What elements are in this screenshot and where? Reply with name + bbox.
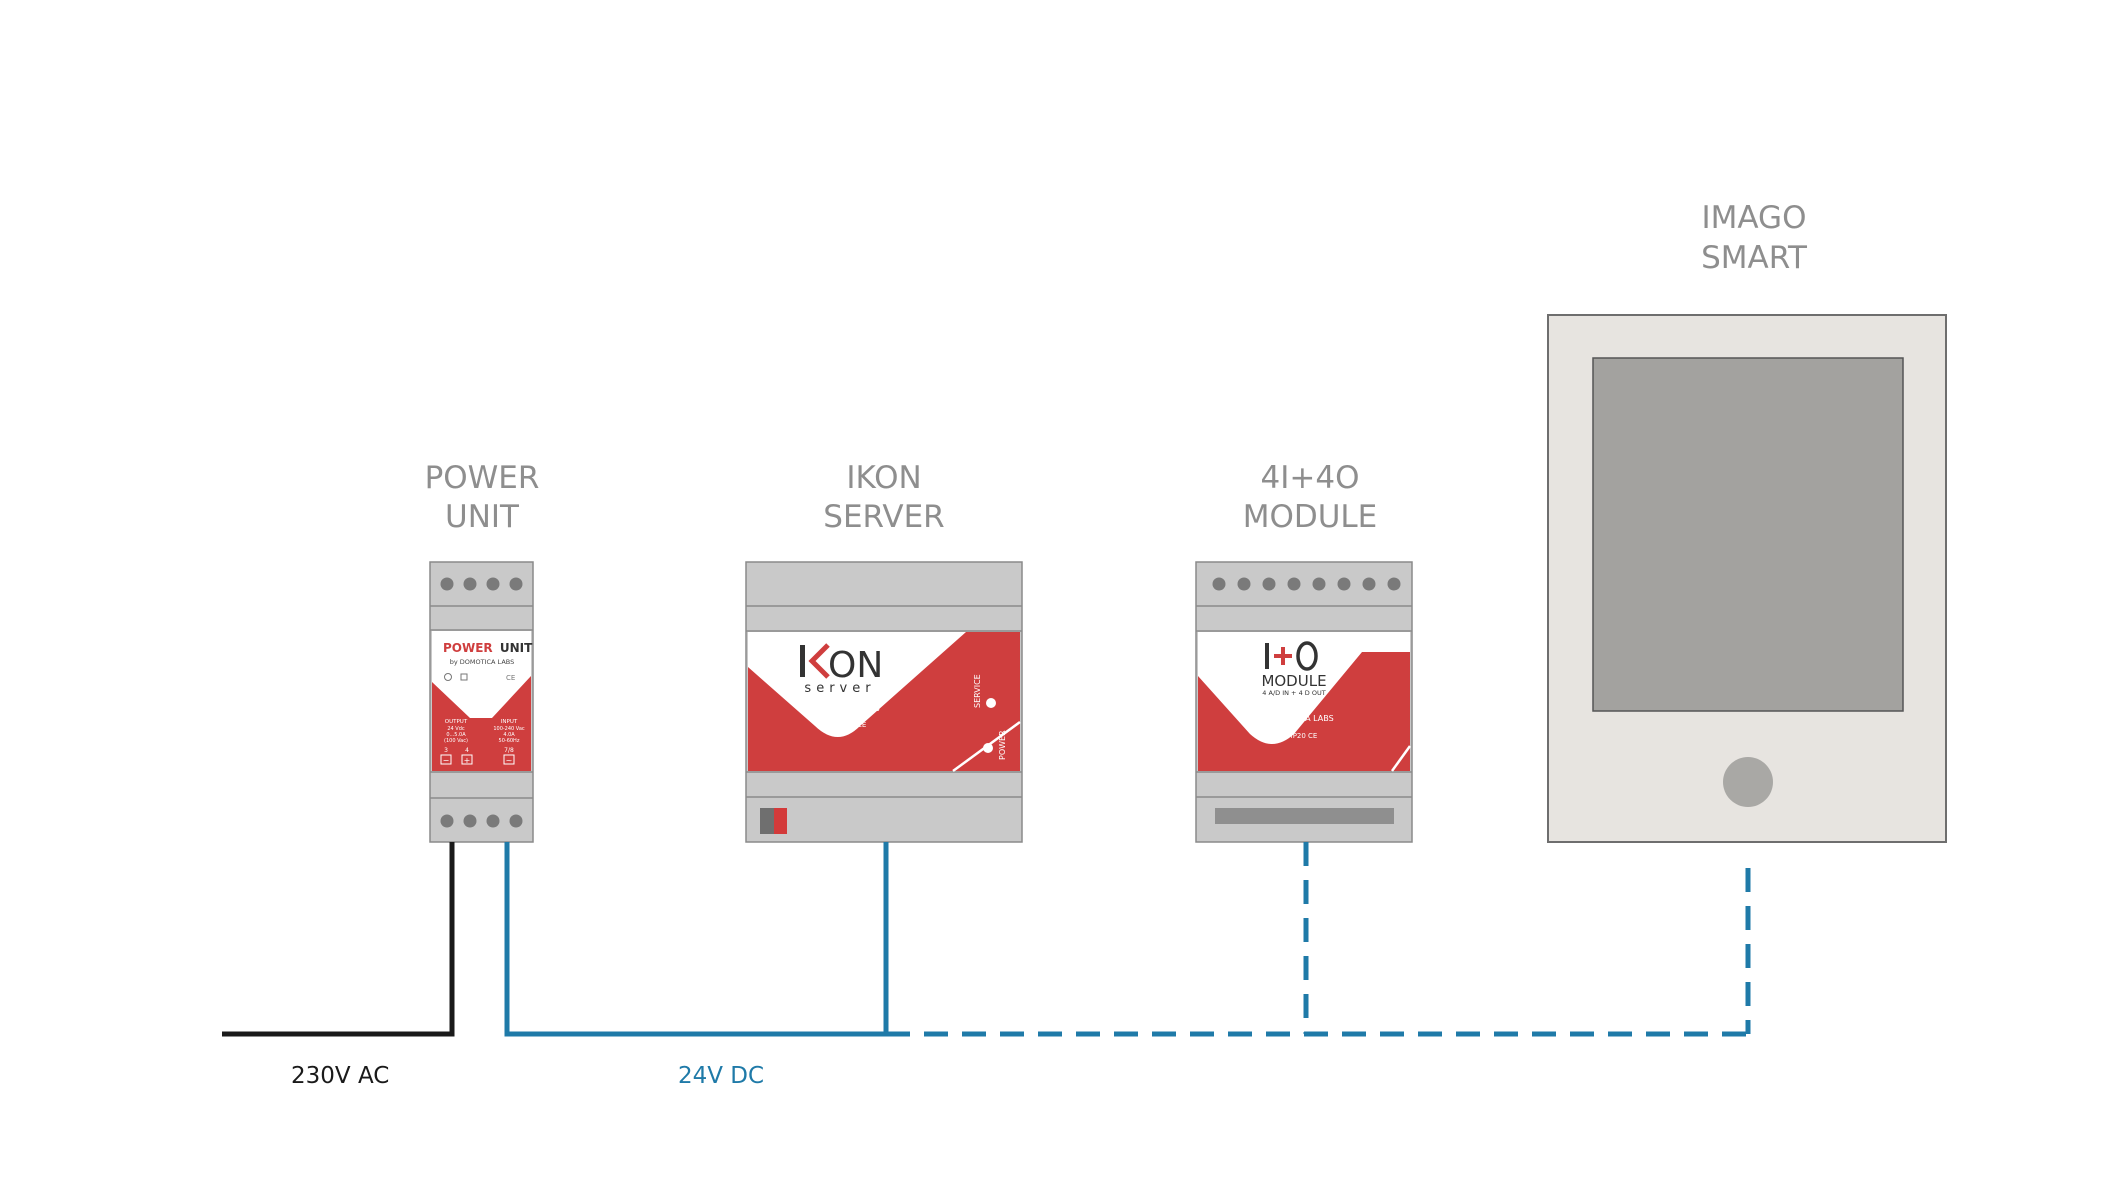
terminal-sign-ac: ~ [506,756,513,765]
power-unit-output-title: OUTPUT [445,719,468,725]
power-led-icon [983,743,993,753]
power-unit-input-spec-2: 4.0A [503,732,515,738]
ikon-server-title-line1: IKON [846,460,921,496]
power-unit-output-spec-2: 0...5.0A [446,732,466,738]
double-insulation-icon [460,673,468,681]
terminal-screw [1287,577,1301,591]
imago-smart-title-line1: IMAGO [1702,200,1807,236]
ikon-mark: IP20 CE [840,721,867,729]
power-label: POWER [998,730,1007,760]
svg-text:POWER UNIT: POWER UNIT [443,641,533,655]
terminal-screw [1212,577,1226,591]
power-unit-terminal-number: 4 [465,747,469,754]
power-unit-face-title-red: POWER [443,641,493,655]
io-logo-sub: MODULE [1261,672,1326,690]
ikon-logo-chevron [808,643,830,679]
imago-smart-device [1547,314,1947,843]
io-brand: by DOMOTICA LABS [1254,714,1333,723]
ce-mark-icon: CE [506,674,515,682]
wire-24v-dc [504,842,889,1037]
recycle-icon [444,673,452,681]
io-logo-plus [1274,647,1292,665]
terminal-screw [1237,577,1251,591]
terminal-screw [1387,577,1401,591]
wire-label-24v-dc: 24V DC [678,1063,764,1089]
wire-label-230v-ac: 230V AC [291,1063,389,1089]
terminal-screw [463,577,477,591]
terminal-screw [509,814,523,828]
ikon-server-device: ON server by DOMOTICA LABS IP20 CE SERVI… [745,561,1023,843]
home-button-icon [1723,757,1773,807]
power-unit-input-title: INPUT [501,719,518,725]
terminal-screw [463,814,477,828]
power-unit-face-brand: by DOMOTICA LABS [450,658,515,666]
io-module-title-line1: 4I+4O [1261,460,1360,496]
terminal-screw [486,577,500,591]
power-unit-input-spec-3: 50-60Hz [499,738,520,744]
terminal-screw [1362,577,1376,591]
recycle-icon [1273,730,1283,740]
terminal-screw [1337,577,1351,591]
io-logo-o [1296,641,1318,671]
imago-screen [1592,357,1904,712]
terminal-screw [1262,577,1276,591]
terminal-screw [440,814,454,828]
terminal-sign-minus: − [443,756,450,765]
recycle-icon [821,719,831,729]
ethernet-port-icon [760,808,774,834]
power-unit-title-line1: POWER [425,460,540,496]
power-unit-device: POWER UNIT by DOMOTICA LABS CE OUTPUT 24… [429,561,534,843]
power-unit-terminal-number: 7/8 [504,747,514,754]
wire-230v-ac [222,842,455,1037]
io-logo-i [1265,643,1269,669]
service-led-icon [986,698,996,708]
power-unit-face-title-dark: UNIT [500,641,533,655]
terminal-screw [486,814,500,828]
ethernet-port-icon [774,808,787,834]
service-label: SERVICE [973,674,982,708]
terminal-strip [1215,808,1394,824]
ikon-brand: by DOMOTICA LABS [800,704,879,713]
ikon-server-title-line2: SERVER [823,499,944,535]
power-unit-title-line2: UNIT [445,499,520,535]
ikon-logo-text: ON [828,645,883,686]
io-module-title-line2: MODULE [1243,499,1378,535]
terminal-screw [1312,577,1326,591]
io-spec: 4 A/D IN + 4 D OUT [1262,689,1325,697]
power-unit-terminal-number: 3 [444,747,448,754]
terminal-screw [509,577,523,591]
io-module-device: MODULE 4 A/D IN + 4 D OUT by DOMOTICA LA… [1195,561,1413,843]
ikon-logo-sub: server [804,681,875,696]
ikon-logo-bar [800,645,805,677]
io-mark: IP20 CE [1291,732,1318,740]
terminal-screw [440,577,454,591]
power-unit-output-spec-1: 24 Vdc [447,726,465,732]
power-unit-input-spec-1: 100-240 Vac [493,726,525,732]
power-unit-output-spec-3: (100 Vac) [444,738,468,744]
imago-smart-title-line2: SMART [1701,240,1808,276]
terminal-sign-plus: + [464,756,471,765]
